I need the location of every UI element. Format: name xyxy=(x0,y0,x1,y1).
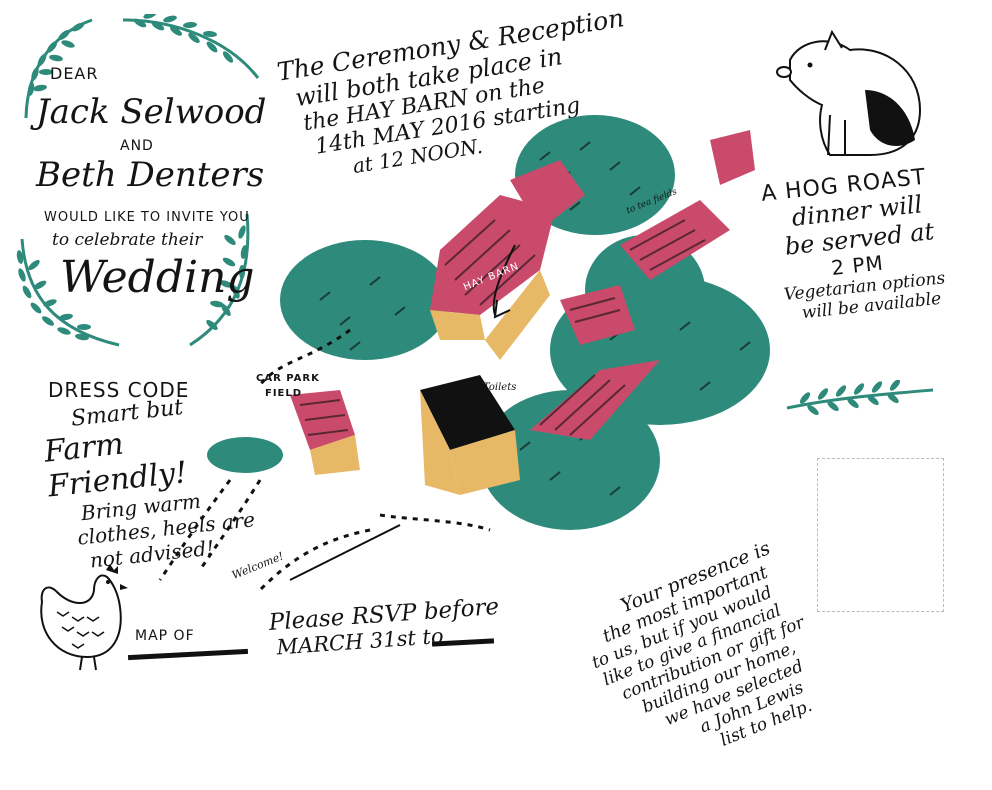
celebrate-line: to celebrate their xyxy=(52,230,203,250)
wedding-title: Wedding xyxy=(60,252,255,303)
field-label: FIELD xyxy=(265,388,303,399)
dress-code-title: DRESS CODE xyxy=(48,378,190,402)
redacted-map-name xyxy=(127,648,249,661)
invite-line: WOULD LIKE TO INVITE YOU xyxy=(44,210,250,225)
dear-label: DEAR xyxy=(50,64,99,83)
laurel-bottom-right-icon xyxy=(189,213,250,347)
farm-map-illustration xyxy=(158,115,770,592)
laurel-top-right-icon xyxy=(122,14,260,79)
toilets-label: Toilets xyxy=(483,382,517,393)
rsvp-block: Please RSVP before MARCH 31st to xyxy=(268,592,531,660)
guest-name-2: Beth Denters xyxy=(36,155,265,195)
chicken-icon xyxy=(40,564,128,671)
car-park-label: CAR PARK xyxy=(256,373,320,384)
hog-roast-block: A HOG ROAST dinner will be served at 2 P… xyxy=(760,159,992,326)
laurel-bottom-left-icon xyxy=(16,238,120,347)
and-label: AND xyxy=(120,138,154,154)
guest-name-1: Jack Selwood xyxy=(36,92,267,132)
laurel-top-left-icon xyxy=(24,18,93,119)
laurel-sprig-right-icon xyxy=(786,380,934,415)
map-of-label: MAP OF xyxy=(135,628,195,644)
pig-icon xyxy=(776,30,922,156)
dress-code-block: Smart but Farm Friendly! Bring warm clot… xyxy=(40,387,276,576)
stamp-placeholder xyxy=(817,458,944,612)
